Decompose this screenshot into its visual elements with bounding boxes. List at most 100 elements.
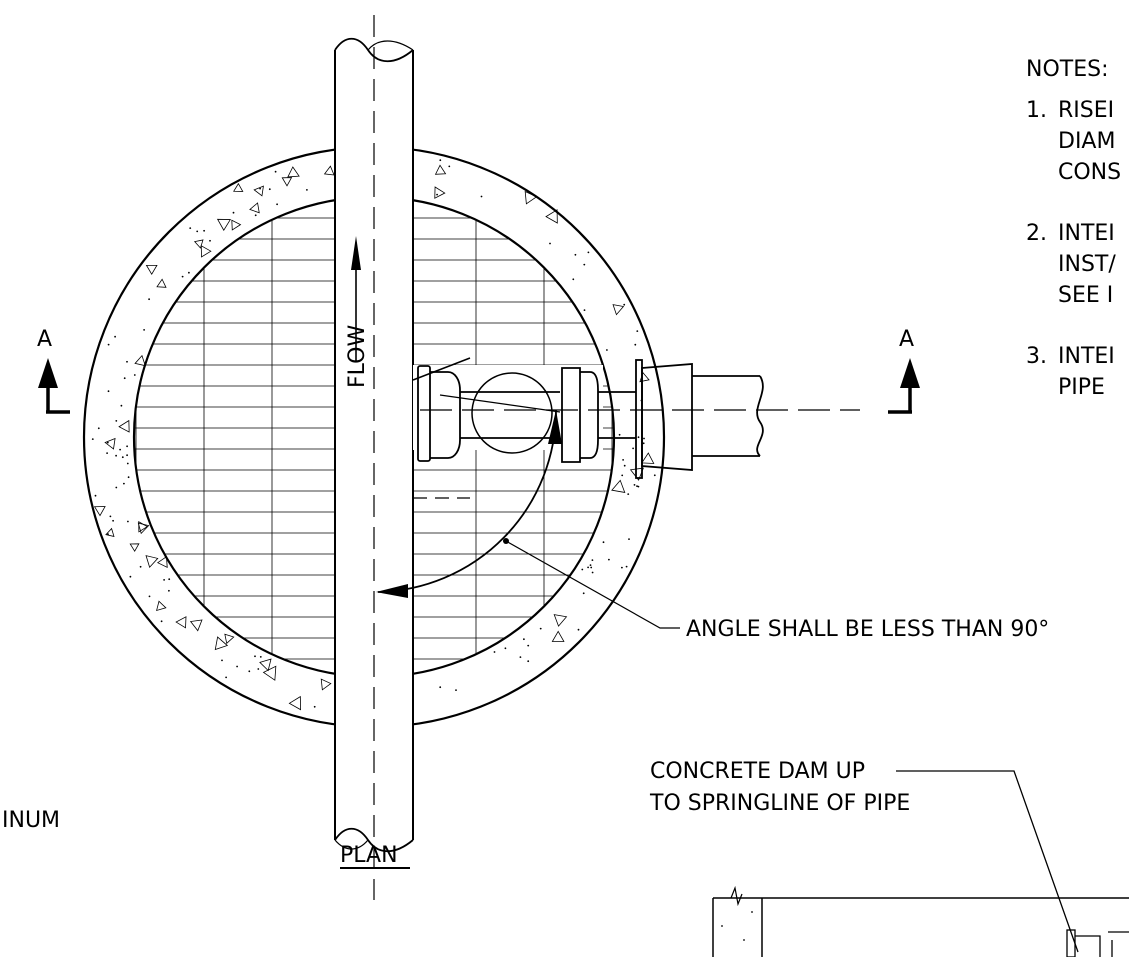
- note-1-line-1: RISEI: [1058, 98, 1114, 123]
- concrete-dot: [188, 271, 190, 274]
- flow-arrow: FLOW: [345, 236, 370, 388]
- section-marker-right: A: [888, 327, 920, 414]
- concrete-dot: [120, 404, 123, 407]
- concrete-aggregate: [434, 186, 446, 199]
- angle-callout: ANGLE SHALL BE LESS THAN 90°: [686, 617, 1049, 642]
- section-view-partial: [712, 885, 1129, 957]
- lateral-pipe: [412, 357, 860, 499]
- concrete-dot: [625, 565, 628, 568]
- concrete-dot: [519, 656, 522, 658]
- concrete-dot: [221, 659, 223, 662]
- concrete-dot: [94, 494, 97, 497]
- note-1-line-3: CONS: [1058, 160, 1121, 185]
- concrete-dot: [123, 377, 126, 380]
- concrete-dot: [225, 676, 228, 679]
- concrete-dot: [189, 227, 192, 230]
- concrete-dot: [133, 374, 136, 376]
- concrete-aggregate: [545, 209, 558, 224]
- concrete-dot: [608, 558, 610, 561]
- note-3-number: 3.: [1026, 344, 1047, 369]
- concrete-dot: [236, 665, 239, 668]
- concrete-dot: [143, 329, 146, 331]
- concrete-aggregate: [320, 678, 332, 691]
- concrete-aggregate: [145, 555, 159, 569]
- concrete-aggregate: [524, 190, 538, 205]
- concrete-dot: [127, 520, 129, 523]
- section-letter-left: A: [37, 327, 52, 352]
- concrete-dot: [109, 515, 112, 518]
- concrete-dot: [504, 647, 507, 650]
- concrete-aggregate: [129, 543, 140, 553]
- concrete-dot: [115, 486, 118, 489]
- through-pipe: [334, 15, 414, 900]
- note-2-line-2: INST/: [1058, 252, 1116, 277]
- note-3-line-1: INTEI: [1058, 344, 1115, 369]
- concrete-dot: [160, 620, 163, 623]
- concrete-dot: [259, 187, 261, 190]
- concrete-dot: [622, 459, 624, 461]
- concrete-aggregate: [551, 630, 565, 642]
- concrete-dot: [196, 230, 199, 233]
- concrete-dot: [623, 303, 626, 306]
- concrete-aggregate: [200, 245, 212, 258]
- concrete-aggregate: [216, 218, 232, 232]
- concrete-dot: [621, 566, 623, 569]
- concrete-aggregate: [156, 555, 168, 569]
- concrete-dot: [168, 589, 170, 592]
- concrete-dot: [439, 159, 442, 162]
- callout-line-2: TO SPRINGLINE OF PIPE: [649, 791, 910, 816]
- concrete-dot: [139, 565, 142, 568]
- concrete-dot: [254, 655, 256, 658]
- concrete-aggregate: [288, 695, 301, 711]
- concrete-dot: [653, 474, 656, 477]
- concrete-dot: [643, 437, 645, 440]
- concrete-aggregate: [641, 452, 655, 464]
- concrete-dot: [114, 335, 116, 338]
- concrete-aggregate: [105, 527, 115, 537]
- concrete-dot: [248, 670, 251, 673]
- concrete-dot: [121, 456, 124, 459]
- concrete-aggregate: [214, 636, 229, 651]
- concrete-dot: [232, 211, 235, 214]
- concrete-dot: [572, 278, 575, 281]
- angle-dimension: ANGLE SHALL BE LESS THAN 90°: [376, 409, 1049, 642]
- note-2-line-1: INTEI: [1058, 221, 1115, 246]
- concrete-hatch: [91, 159, 656, 711]
- section-callout: CONCRETE DAM UP TO SPRINGLINE OF PIPE: [649, 759, 1079, 953]
- concrete-aggregate: [145, 264, 158, 275]
- concrete-dot: [642, 442, 645, 445]
- concrete-dot: [637, 436, 640, 439]
- concrete-aggregate: [249, 202, 260, 214]
- concrete-dot: [181, 275, 184, 278]
- concrete-dot: [439, 686, 442, 689]
- plan-title: PLAN: [340, 843, 398, 868]
- section-letter-right: A: [899, 327, 914, 352]
- concrete-dot: [634, 343, 637, 346]
- concrete-aggregate: [233, 182, 244, 192]
- concrete-dot: [203, 229, 206, 232]
- concrete-aggregate: [118, 419, 130, 433]
- concrete-aggregate: [281, 177, 293, 187]
- concrete-dot: [123, 482, 125, 485]
- concrete-aggregate: [156, 600, 167, 612]
- concrete-dot: [115, 454, 117, 457]
- concrete-aggregate: [231, 219, 242, 231]
- concrete-aggregate: [175, 616, 187, 629]
- concrete-dot: [591, 571, 594, 574]
- concrete-dot: [527, 660, 530, 663]
- concrete-dot: [606, 349, 608, 351]
- concrete-dot: [313, 705, 316, 708]
- concrete-aggregate: [224, 633, 235, 645]
- concrete-dot: [602, 541, 605, 544]
- concrete-dot: [623, 464, 626, 467]
- concrete-aggregate: [193, 239, 204, 249]
- concrete-aggregate: [262, 665, 277, 681]
- notes-block: NOTES: 1. RISEI DIAM CONS 2. INTEI INST/…: [1026, 57, 1121, 400]
- concrete-aggregate: [189, 619, 203, 632]
- concrete-dot: [97, 427, 100, 430]
- concrete-aggregate: [134, 354, 146, 367]
- concrete-dot: [163, 579, 166, 581]
- concrete-dot: [268, 188, 271, 191]
- concrete-dot: [636, 330, 639, 332]
